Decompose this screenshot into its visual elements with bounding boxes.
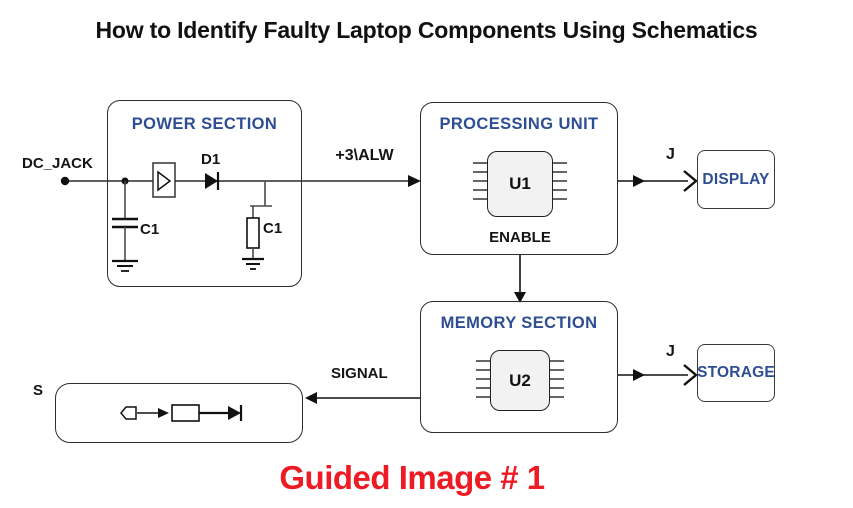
chip-u1: U1 <box>487 151 553 217</box>
footer-caption: Guided Image # 1 <box>279 459 545 496</box>
enable-arrow <box>514 255 526 303</box>
ground-icon <box>242 257 264 270</box>
display-wire <box>618 170 698 192</box>
enable-label: ENABLE <box>489 229 551 246</box>
display-box: DISPLAY <box>697 150 775 209</box>
page-title: How to Identify Faulty Laptop Components… <box>95 17 758 43</box>
main-rail-wire <box>60 175 421 187</box>
chip-u2: U2 <box>490 350 550 411</box>
storage-wire <box>618 364 698 386</box>
display-connector-chevron-icon <box>683 170 698 192</box>
detail-arrowhead-icon <box>158 408 169 418</box>
u1-chip-pins <box>473 162 567 200</box>
tag-connector-icon <box>120 406 137 420</box>
processing-unit-block: PROCESSING UNIT <box>420 102 618 255</box>
signal-detail-symbols <box>120 404 243 422</box>
signal-detail-block <box>55 383 303 443</box>
resistor-c1-symbol <box>246 181 272 259</box>
c1-capacitor-label: C1 <box>140 221 160 238</box>
c1-resistor-label: C1 <box>263 220 283 237</box>
rail-arrowhead-icon <box>408 175 421 187</box>
storage-arrowhead-icon <box>633 369 645 381</box>
s-label: S <box>33 382 44 399</box>
signal-label: SIGNAL <box>331 365 388 382</box>
power-section-block: POWER SECTION <box>107 100 302 287</box>
buffer-symbol <box>152 162 176 198</box>
j-storage-label: J <box>666 343 675 360</box>
signal-wire <box>305 392 420 404</box>
dc-jack-node-dot <box>60 176 70 186</box>
u2-chip-pins <box>476 360 564 398</box>
storage-box: STORAGE <box>697 344 775 402</box>
dc-jack-label: DC_JACK <box>22 155 93 172</box>
display-arrowhead-icon <box>633 175 645 187</box>
capacitor-c1-symbol <box>112 181 138 261</box>
d1-label: D1 <box>201 151 221 168</box>
detail-diode-icon <box>228 405 243 421</box>
storage-connector-chevron-icon <box>683 364 698 386</box>
processing-unit-title: PROCESSING UNIT <box>439 115 599 133</box>
memory-section-block: MEMORY SECTION <box>420 301 618 433</box>
diode-d1-symbol <box>205 172 220 190</box>
power-section-title: POWER SECTION <box>131 115 278 133</box>
ground-icon <box>112 259 138 272</box>
signal-arrowhead-icon <box>305 392 317 404</box>
power-rail-label: +3\ALW <box>335 147 394 164</box>
memory-section-title: MEMORY SECTION <box>440 314 598 332</box>
j-display-label: J <box>666 146 675 163</box>
